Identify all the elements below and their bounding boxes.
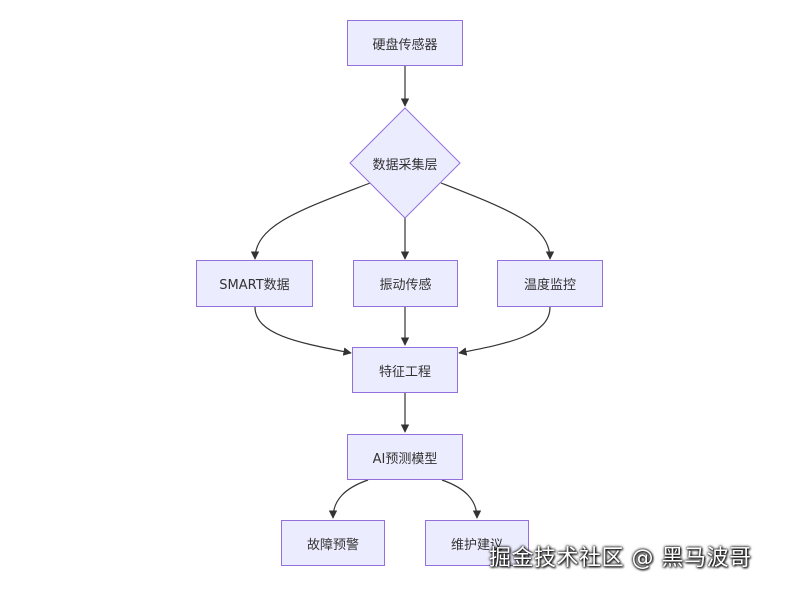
edge-ai-model-to-maintenance: [441, 479, 482, 519]
node-fault-warning: 故障预警: [281, 520, 385, 566]
watermark: 掘金技术社区 @ 黑马波哥: [489, 546, 752, 571]
edge-ai-model-to-fault-warning: [328, 479, 369, 519]
data-collection-diamond: [349, 107, 461, 219]
node-disk-sensor: 硬盘传感器: [347, 20, 463, 66]
edge-smart-data-to-feature-eng: [254, 306, 352, 356]
node-ai-model: AI预测模型: [347, 434, 463, 480]
node-maintenance: 维护建议: [425, 520, 529, 566]
edge-data-collection-to-temperature: [440, 182, 555, 260]
node-vibration: 振动传感: [353, 260, 458, 307]
node-smart-data: SMART数据: [196, 260, 313, 307]
node-feature-eng: 特征工程: [352, 347, 458, 393]
node-temperature: 温度监控: [497, 260, 603, 307]
edge-temperature-to-feature-eng: [458, 306, 551, 356]
edge-data-collection-to-smart-data: [250, 182, 371, 260]
node-data-collection-label: 数据采集层: [372, 157, 438, 173]
